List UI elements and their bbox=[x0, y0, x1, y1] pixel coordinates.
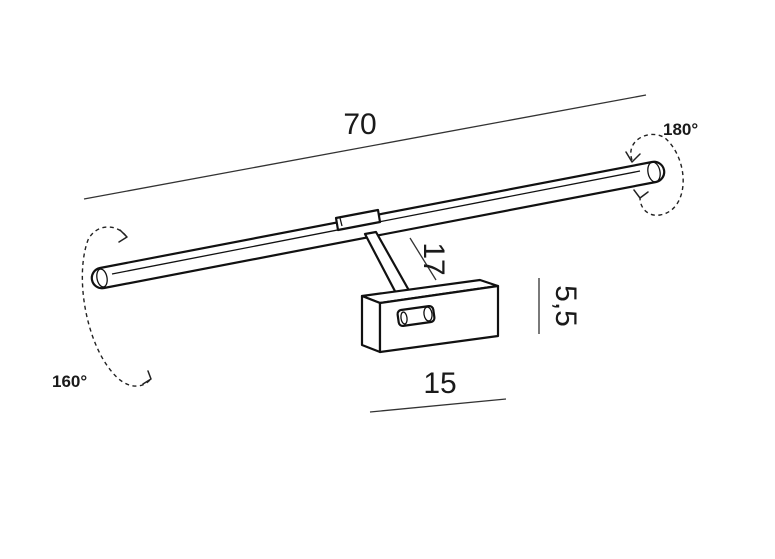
right-arrow-icon-2 bbox=[633, 189, 649, 199]
base-width-label: 15 bbox=[423, 367, 456, 400]
right-rotation-arc bbox=[630, 133, 684, 216]
left-arrow-icon bbox=[118, 229, 128, 243]
arm-dimension-line bbox=[409, 237, 437, 281]
length-label: 70 bbox=[343, 108, 376, 141]
wall-base bbox=[360, 278, 500, 354]
arm-label: 17 bbox=[417, 242, 450, 275]
bar-mount-clip bbox=[334, 208, 382, 232]
length-dimension-line bbox=[83, 94, 647, 200]
right-rotation-indicator bbox=[625, 133, 684, 216]
left-rotation-label: 160° bbox=[52, 372, 87, 391]
base-width-dimension-line bbox=[369, 398, 507, 413]
right-arrow-icon bbox=[625, 151, 641, 163]
left-rotation-indicator bbox=[81, 226, 152, 387]
lamp-bar bbox=[90, 160, 666, 290]
left-rotation-arc bbox=[81, 226, 151, 387]
right-rotation-label: 180° bbox=[663, 120, 698, 139]
height-label: 5,5 bbox=[549, 285, 582, 327]
left-arrow-icon-2 bbox=[142, 370, 152, 385]
pivot-knob bbox=[396, 304, 436, 328]
